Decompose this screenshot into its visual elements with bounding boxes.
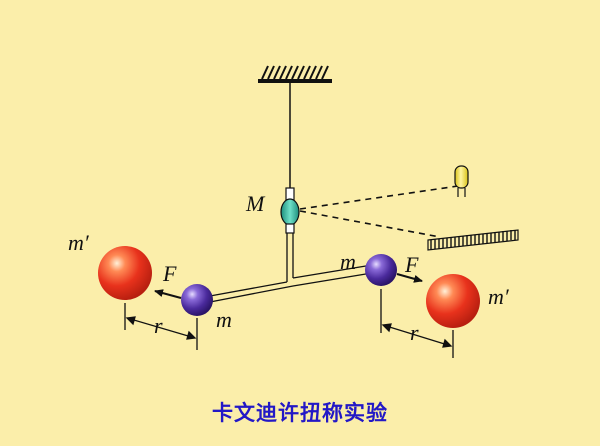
distance-marker-right xyxy=(380,289,454,358)
diagram-caption: 卡文迪许扭称实验 xyxy=(212,401,388,425)
large-mass-right-label: m′ xyxy=(488,284,509,309)
mirror-mass-label: M xyxy=(246,191,265,216)
force-left-label: F xyxy=(163,261,177,286)
large-mass-left-label: m′ xyxy=(68,230,89,255)
light-beams xyxy=(299,185,459,238)
graduated-scale-icon xyxy=(427,229,519,251)
hatched-ceiling-icon xyxy=(258,65,332,83)
mirror-assembly xyxy=(280,187,300,234)
small-mass-right-label: m xyxy=(340,249,356,274)
force-arrow-left xyxy=(154,289,182,299)
light-bulb-icon xyxy=(454,165,469,197)
small-mass-left-label: m xyxy=(216,307,232,332)
force-right-label: F xyxy=(405,252,419,277)
vertical-rod xyxy=(286,233,294,282)
large-sphere-left xyxy=(98,246,152,300)
small-sphere-right xyxy=(365,254,397,286)
distance-right-label: r xyxy=(410,320,419,345)
distance-left-label: r xyxy=(154,313,163,338)
force-arrow-right xyxy=(396,273,423,283)
distance-marker-left xyxy=(124,303,198,350)
small-sphere-left xyxy=(181,284,213,316)
large-sphere-right xyxy=(426,274,480,328)
